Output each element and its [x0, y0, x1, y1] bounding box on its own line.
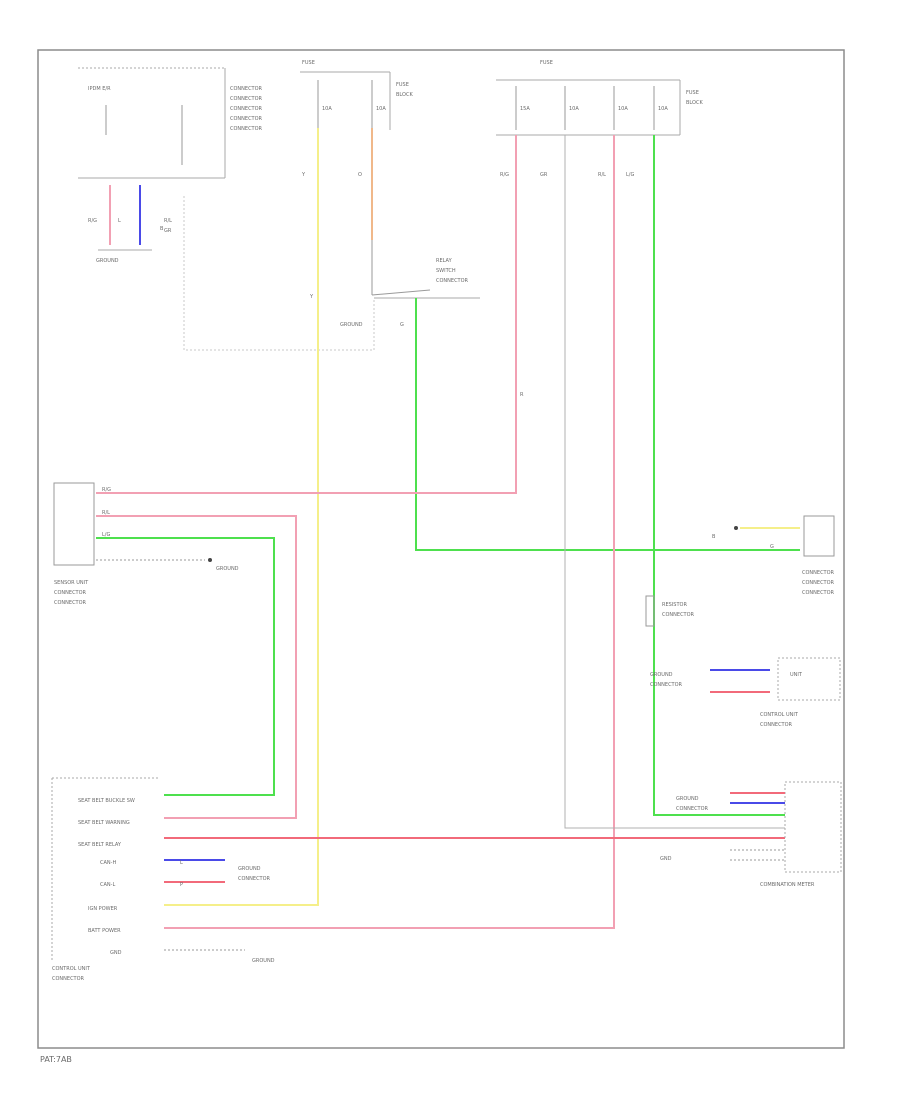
ground-left-label: GROUND — [96, 258, 119, 264]
top-left-block: IPDM E/R CONNECTOR CONNECTOR CONNECTOR C… — [78, 67, 263, 264]
svg-text:CONNECTOR: CONNECTOR — [802, 590, 835, 596]
mid-right-resistor: RESISTOR CONNECTOR — [645, 595, 695, 627]
svg-text:10A: 10A — [322, 106, 332, 112]
ground-center-label: GROUND — [340, 322, 363, 328]
wire-yellow — [164, 128, 319, 906]
svg-text:10A: 10A — [618, 106, 628, 112]
svg-text:GR: GR — [164, 228, 172, 234]
svg-text:GROUND: GROUND — [216, 566, 239, 572]
svg-text:CONNECTOR: CONNECTOR — [230, 126, 263, 132]
main-control-module: SEAT BELT BUCKLE SW SEAT BELT WARNING SE… — [51, 777, 275, 982]
svg-text:GND: GND — [660, 856, 672, 862]
wire-green-c — [96, 537, 275, 796]
svg-text:SWITCH: SWITCH — [436, 268, 456, 274]
shield-outline — [183, 196, 375, 351]
wire-pink-b — [164, 135, 615, 929]
svg-text:CONNECTOR: CONNECTOR — [802, 580, 835, 586]
svg-text:CONNECTOR: CONNECTOR — [436, 278, 469, 284]
relay-ref-label: RELAY — [436, 258, 453, 264]
svg-text:CONNECTOR: CONNECTOR — [230, 96, 263, 102]
svg-text:R/G: R/G — [102, 487, 111, 493]
svg-text:CONNECTOR: CONNECTOR — [54, 590, 87, 596]
ground-bottom-label: GROUND — [238, 866, 261, 872]
left-module-label: SENSOR UNIT — [54, 580, 89, 586]
wire-code-p1: P — [180, 882, 183, 888]
svg-text:CONNECTOR: CONNECTOR — [760, 722, 793, 728]
svg-text:15A: 15A — [520, 106, 530, 112]
pin-sig7: BATT POWER — [88, 928, 121, 934]
svg-text:CONTROL UNIT: CONTROL UNIT — [760, 712, 799, 718]
top-center-fuse-block: FUSE FUSE BLOCK 10A 10A — [300, 60, 413, 130]
svg-text:CONNECTOR: CONNECTOR — [54, 600, 87, 606]
svg-text:CONNECTOR: CONNECTOR — [662, 612, 695, 618]
svg-text:BLOCK: BLOCK — [396, 92, 413, 98]
right-connector-label: CONNECTOR — [802, 570, 835, 576]
diagram-frame — [37, 49, 845, 1049]
svg-text:RESISTOR: RESISTOR — [662, 602, 687, 608]
svg-text:Y: Y — [309, 294, 314, 300]
svg-text:BLOCK: BLOCK — [686, 100, 703, 106]
wire-pink-a — [96, 135, 517, 494]
pin-sig4: CAN-H — [100, 860, 116, 866]
svg-text:GROUND: GROUND — [650, 672, 673, 678]
svg-text:GROUND: GROUND — [252, 958, 275, 964]
svg-text:CONNECTOR: CONNECTOR — [238, 876, 271, 882]
svg-text:10A: 10A — [376, 106, 386, 112]
pin-sig8: GND — [110, 950, 122, 956]
fuse-box-right-label: FUSE — [540, 60, 553, 66]
svg-text:R/L: R/L — [164, 218, 172, 224]
wire-code-b1: B — [160, 226, 164, 232]
wire-code-r2: R/L — [598, 172, 606, 178]
right-small-box: GROUND CONNECTOR UNIT CONTROL UNIT CONNE… — [650, 657, 841, 728]
svg-text:R/G: R/G — [88, 218, 97, 224]
wire-green-a — [415, 298, 800, 551]
svg-text:R/L: R/L — [102, 510, 110, 516]
pin-sig2: SEAT BELT WARNING — [78, 820, 130, 826]
meter-block: GROUND CONNECTOR GND COMBINATION METER — [660, 781, 842, 888]
wire-code-y1: Y — [301, 172, 306, 178]
svg-text:CONNECTOR: CONNECTOR — [676, 806, 709, 812]
svg-text:CONNECTOR: CONNECTOR — [650, 682, 683, 688]
svg-text:GROUND: GROUND — [676, 796, 699, 802]
pin-sig5: CAN-L — [100, 882, 115, 888]
left-sensor-module: R/G R/L L/G GROUND SENSOR UNIT CONNECTOR… — [53, 482, 239, 606]
right-connector: B G CONNECTOR CONNECTOR CONNECTOR — [712, 515, 835, 596]
wire-green-b — [653, 135, 785, 816]
svg-text:10A: 10A — [569, 106, 579, 112]
wire-gray — [564, 135, 785, 829]
relay-switch: RELAY SWITCH CONNECTOR Y GROUND — [309, 240, 480, 328]
svg-text:CONNECTOR: CONNECTOR — [230, 106, 263, 112]
page-id-label: PAT:7AB — [40, 1055, 72, 1064]
svg-text:IPDM E/R: IPDM E/R — [88, 86, 111, 92]
svg-text:CONNECTOR: CONNECTOR — [230, 116, 263, 122]
svg-text:CONNECTOR: CONNECTOR — [230, 86, 263, 92]
fuse-box-left-label: FUSE — [302, 60, 315, 66]
wire-code-g1: L/G — [626, 172, 634, 178]
svg-text:CONNECTOR: CONNECTOR — [52, 976, 85, 982]
svg-text:B: B — [712, 534, 716, 540]
main-module-label: CONTROL UNIT — [52, 966, 91, 972]
svg-text:O: O — [358, 172, 362, 178]
wire-code-r1: R/G — [500, 172, 509, 178]
right-small-box-label: UNIT — [790, 672, 803, 678]
wire-code-r3: R — [520, 392, 524, 398]
svg-text:L/G: L/G — [102, 532, 110, 538]
svg-text:FUSE: FUSE — [686, 90, 699, 96]
svg-text:L: L — [118, 218, 121, 224]
wire-code-l1: L — [180, 860, 183, 866]
svg-text:10A: 10A — [658, 106, 668, 112]
wire-pink-c — [96, 515, 297, 819]
svg-text:FUSE: FUSE — [396, 82, 409, 88]
pin-sig3: SEAT BELT RELAY — [78, 842, 122, 848]
wire-code-gr: GR — [540, 172, 548, 178]
wire-code-labels: Y O R/G GR R/L L/G G R B L P — [160, 172, 634, 888]
meter-block-label: COMBINATION METER — [760, 882, 815, 888]
pin-sig1: SEAT BELT BUCKLE SW — [78, 798, 135, 804]
pin-sig6: IGN POWER — [88, 906, 118, 912]
svg-text:G: G — [770, 544, 774, 550]
wire-code-g2: G — [400, 322, 404, 328]
top-right-fuse-block: FUSE FUSE BLOCK 15A 10A 10A 10A — [496, 60, 703, 136]
